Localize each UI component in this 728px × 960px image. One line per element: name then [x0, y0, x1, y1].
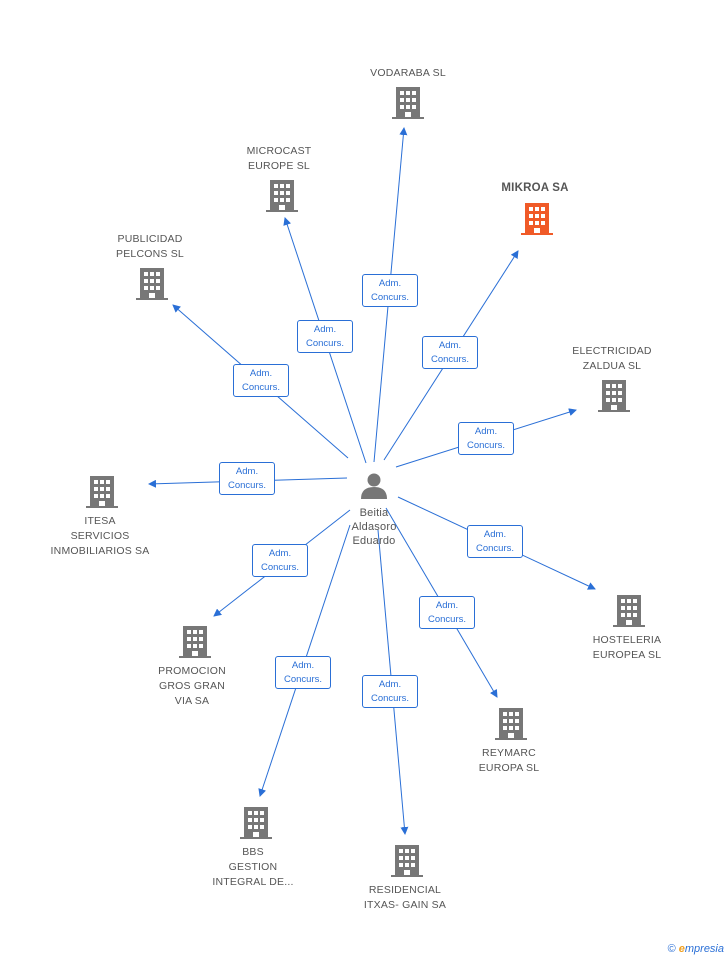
brand-name: mpresia — [684, 943, 724, 955]
relation-label-hosteleria: Adm. Concurs. — [467, 525, 523, 558]
company-label-electricidad[interactable]: ELECTRICIDAD ZALDUA SL — [572, 345, 652, 372]
company-label-hosteleria[interactable]: HOSTELERIA EUROPEA SL — [592, 634, 662, 661]
nodes-layer — [86, 87, 645, 877]
building-icon-reymarc[interactable] — [495, 708, 527, 740]
company-label-promocion[interactable]: PROMOCION GROS GRAN VIA SA — [158, 665, 226, 707]
company-label-vodaraba[interactable]: VODARABA SL — [370, 67, 446, 79]
relation-label-microcast: Adm. Concurs. — [297, 320, 353, 353]
relation-label-publicidad: Adm. Concurs. — [233, 364, 289, 397]
relation-label-itesa: Adm. Concurs. — [219, 462, 275, 495]
brand-initial: e — [678, 943, 685, 955]
building-icon-microcast[interactable] — [266, 180, 298, 212]
relation-label-electricidad: Adm. Concurs. — [458, 422, 514, 455]
company-label-itesa[interactable]: ITESA SERVICIOS INMOBILIARIOS SA — [50, 515, 150, 557]
company-label-publicidad[interactable]: PUBLICIDAD PELCONS SL — [116, 233, 184, 260]
relation-label-mikroa: Adm. Concurs. — [422, 336, 478, 369]
building-icon-publicidad[interactable] — [136, 268, 168, 300]
company-label-bbs[interactable]: BBS GESTION INTEGRAL DE... — [212, 846, 294, 888]
relation-label-bbs: Adm. Concurs. — [275, 656, 331, 689]
building-icon-electricidad[interactable] — [598, 380, 630, 412]
company-label-mikroa[interactable]: MIKROA SA — [501, 182, 569, 194]
building-icon-vodaraba[interactable] — [392, 87, 424, 119]
company-label-microcast[interactable]: MICROCAST EUROPE SL — [246, 145, 312, 172]
watermark: ©empresia — [668, 943, 724, 955]
relation-label-reymarc: Adm. Concurs. — [419, 596, 475, 629]
building-icon-bbs[interactable] — [240, 807, 272, 839]
company-label-reymarc[interactable]: REYMARC EUROPA SL — [478, 747, 540, 774]
building-icon-hosteleria[interactable] — [613, 595, 645, 627]
company-label-residencial[interactable]: RESIDENCIAL ITXAS- GAIN SA — [363, 884, 447, 911]
building-icon-itesa[interactable] — [86, 476, 118, 508]
building-icon-promocion[interactable] — [179, 626, 211, 658]
person-icon[interactable] — [361, 473, 387, 500]
relation-label-promocion: Adm. Concurs. — [252, 544, 308, 577]
copyright-icon: © — [667, 943, 676, 955]
relation-label-residencial: Adm. Concurs. — [362, 675, 418, 708]
building-icon-mikroa[interactable] — [521, 203, 553, 235]
person-name-label[interactable]: Beitia Aldasoro Eduardo — [351, 507, 397, 547]
relation-label-vodaraba: Adm. Concurs. — [362, 274, 418, 307]
building-icon-residencial[interactable] — [391, 845, 423, 877]
